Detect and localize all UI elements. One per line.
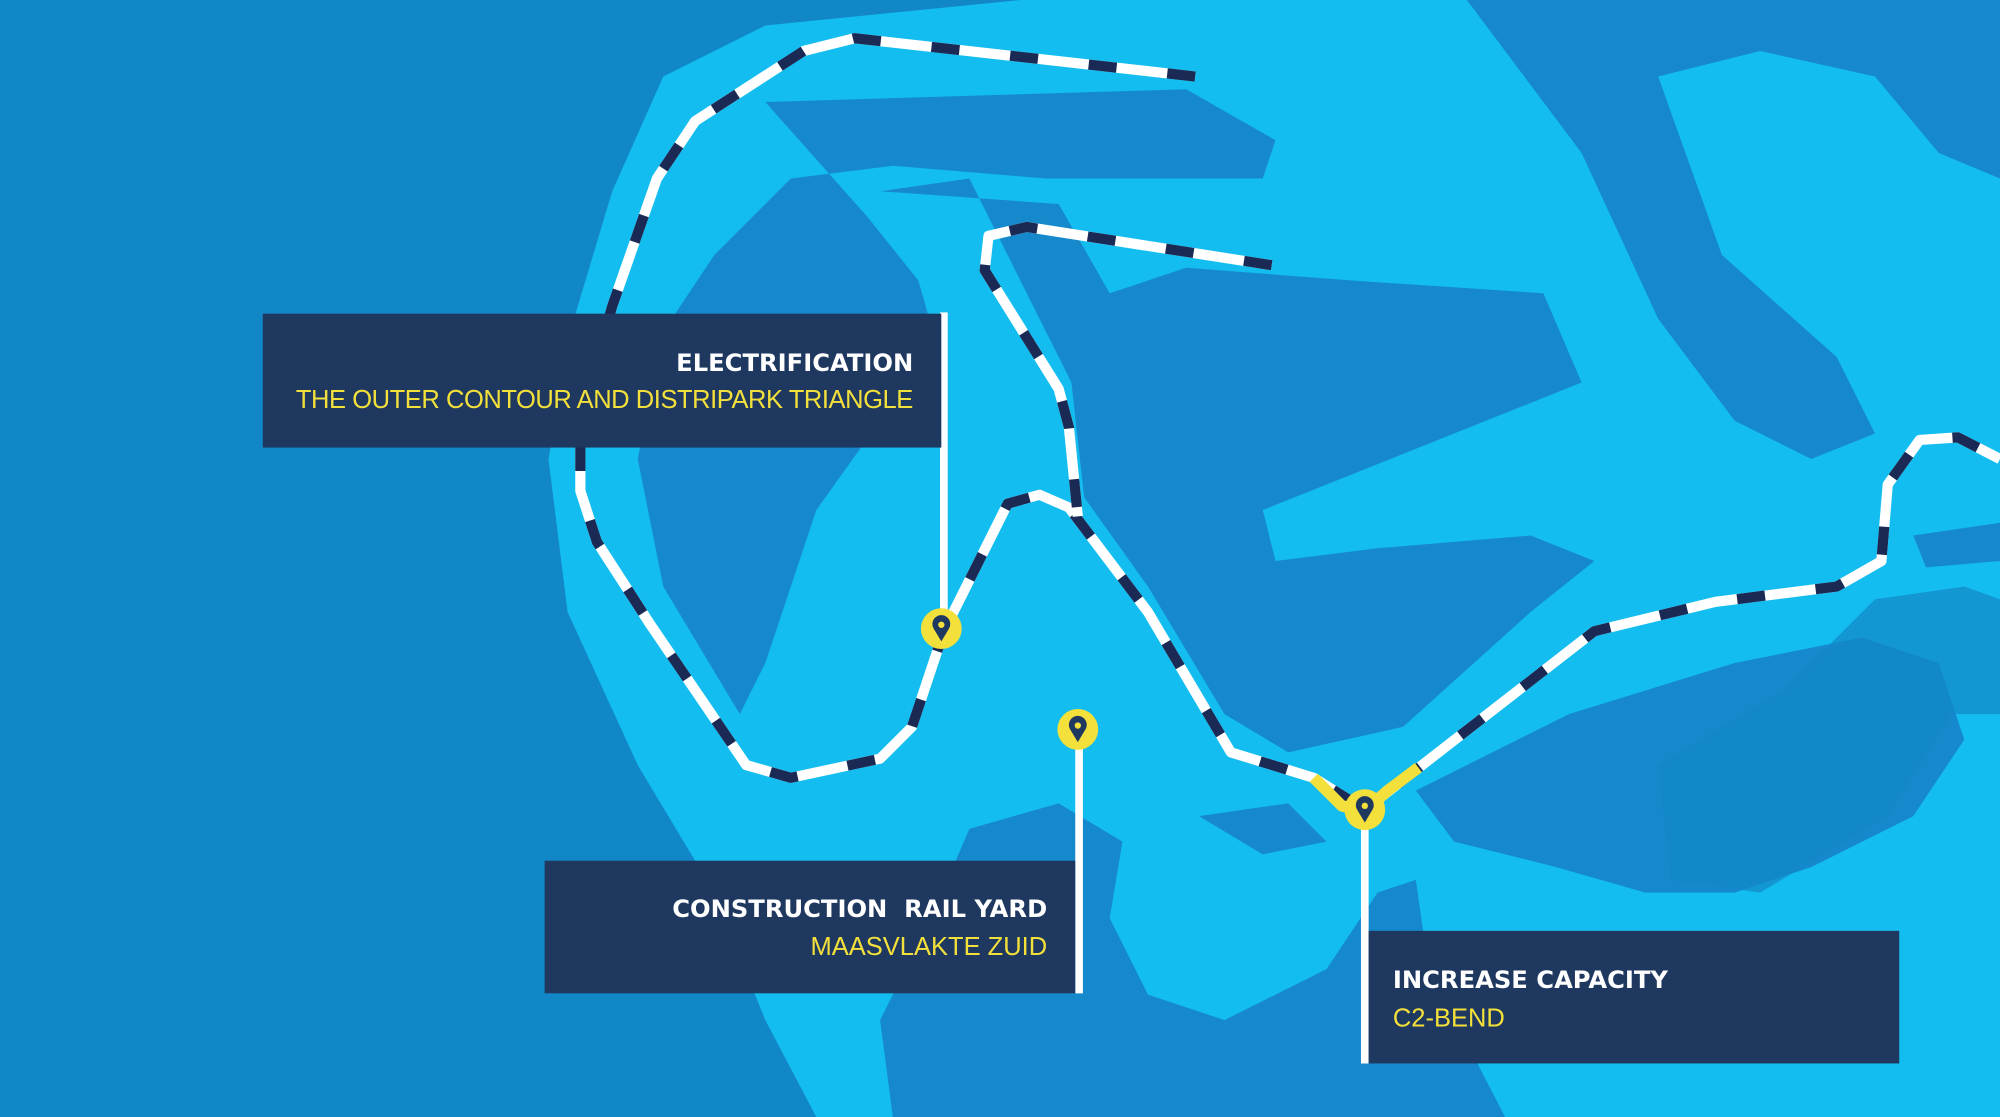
- callout-increase-capacity[interactable]: INCREASE CAPACITY C2-BEND: [1368, 930, 1900, 1064]
- map-pin-icon[interactable]: [1057, 708, 1099, 750]
- callout-construction-rail-yard[interactable]: CONSTRUCTION RAIL YARD MAASVLAKTE ZUID: [544, 860, 1076, 994]
- rail-outer-contour-dashes: [575, 33, 2000, 815]
- callout-title: INCREASE CAPACITY: [1393, 966, 1669, 994]
- map-pin-icon[interactable]: [920, 608, 962, 650]
- callout-subtitle: THE OUTER CONTOUR AND DISTRIPARK TRIANGL…: [296, 386, 913, 414]
- callout-electrification[interactable]: ELECTRIFICATION THE OUTER CONTOUR AND DI…: [262, 313, 942, 448]
- callout-title: ELECTRIFICATION: [676, 349, 913, 377]
- map-pin-icon[interactable]: [1344, 789, 1386, 831]
- callout-subtitle: MAASVLAKTE ZUID: [811, 933, 1048, 961]
- callout-subtitle: C2-BEND: [1393, 1004, 1505, 1032]
- leader-lines: [940, 312, 1369, 1064]
- callout-title: CONSTRUCTION RAIL YARD: [672, 895, 1047, 923]
- rail-network: [575, 33, 2000, 817]
- rail-distripark-branch-dashes: [979, 221, 1273, 517]
